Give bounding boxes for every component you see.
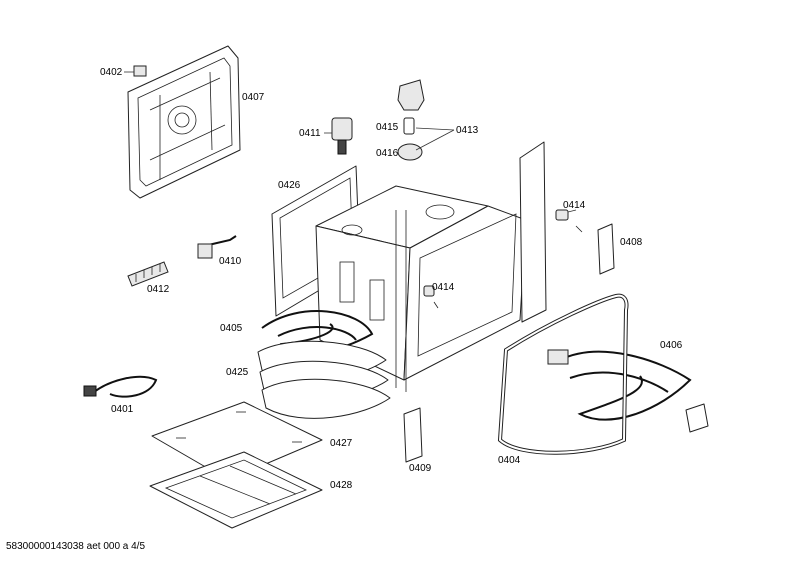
label-0412: 0412: [147, 284, 170, 295]
base-frame-0428: [149, 451, 323, 529]
insulation-0425: [257, 340, 391, 419]
label-0427: 0427: [330, 438, 353, 449]
label-0402: 0402: [100, 67, 123, 78]
terminal-block-0412: [127, 261, 169, 287]
loop-tube-0404: [497, 293, 629, 455]
oven-cavity: [315, 141, 547, 392]
label-0408: 0408: [620, 237, 643, 248]
grill-element-0406: [547, 349, 709, 433]
label-0415: 0415: [376, 122, 399, 133]
sensor-0410: [197, 235, 237, 259]
screw-0414-lower: [423, 285, 439, 309]
label-0406: 0406: [660, 340, 683, 351]
label-0425: 0425: [226, 367, 249, 378]
label-0428: 0428: [330, 480, 353, 491]
label-0414-upper: 0414: [563, 200, 586, 211]
power-cable-0401: [83, 375, 158, 398]
label-0410: 0410: [219, 256, 242, 267]
label-0426: 0426: [278, 180, 301, 191]
screw-0414-upper: [555, 209, 583, 233]
rear-panel-0407: [127, 45, 241, 199]
clip-0402: [124, 65, 147, 77]
label-0413: 0413: [456, 125, 479, 136]
label-0407: 0407: [242, 92, 265, 103]
label-0405: 0405: [220, 323, 243, 334]
label-0414-lower: 0414: [432, 282, 455, 293]
bracket-0408: [597, 223, 615, 275]
label-0404: 0404: [498, 455, 521, 466]
label-0411: 0411: [299, 128, 321, 139]
lamp-0413: [397, 79, 455, 161]
label-0416: 0416: [376, 148, 399, 159]
label-0401: 0401: [111, 404, 134, 415]
hinge-0409: [403, 407, 423, 463]
document-footer-code: 58300000143038 aet 000 a 4/5: [6, 541, 146, 552]
label-0409: 0409: [409, 463, 432, 474]
switch-0411: [324, 117, 353, 155]
